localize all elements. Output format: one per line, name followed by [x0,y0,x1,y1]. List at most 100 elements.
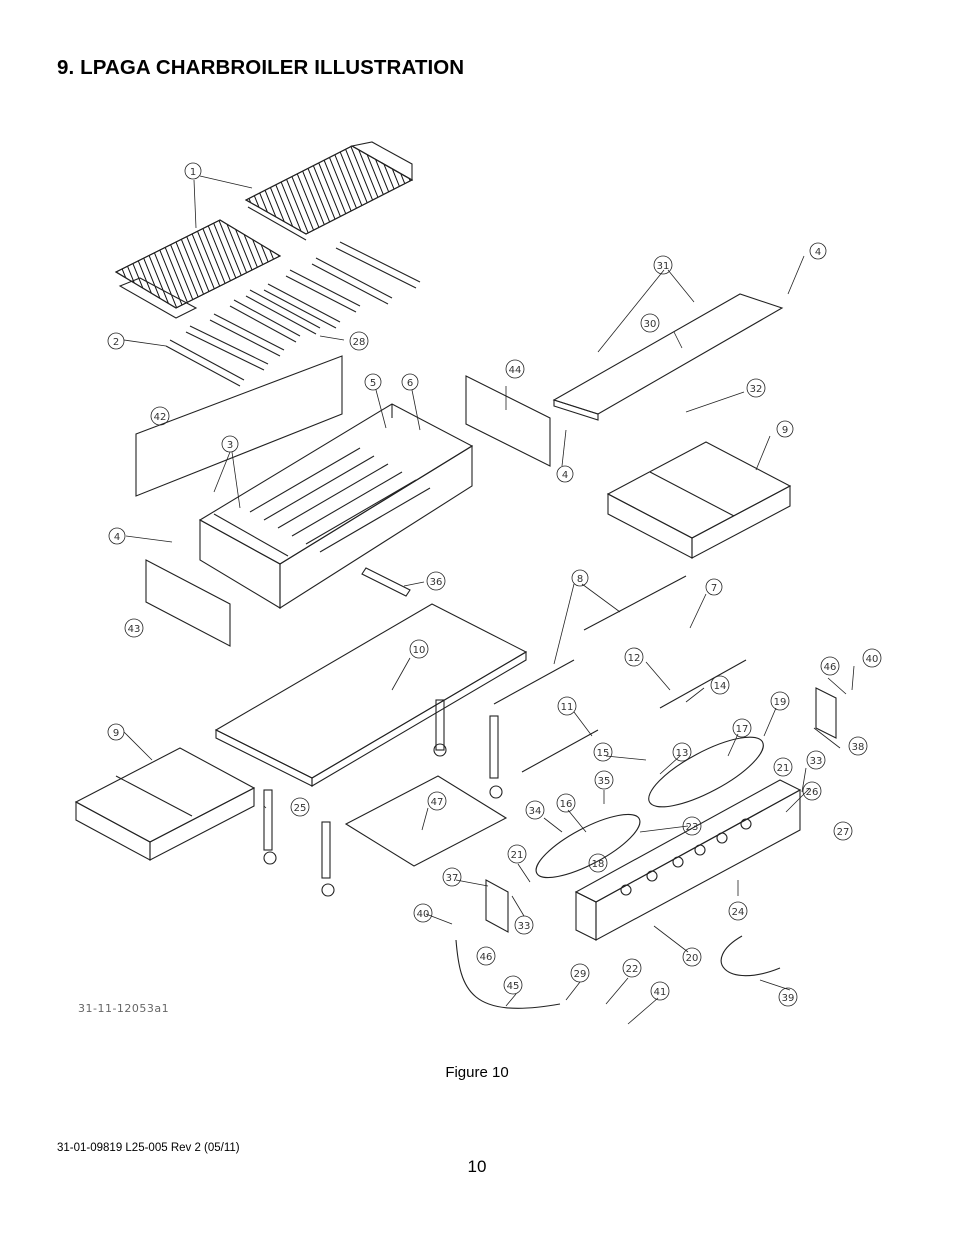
svg-text:11: 11 [561,702,574,713]
svg-text:28: 28 [353,337,366,348]
rail-8-lower [493,659,575,705]
svg-text:46: 46 [480,952,493,963]
bracket-38 [815,687,837,739]
callout-12: 12 [624,647,644,667]
callout-10: 10 [409,639,429,659]
callout-34: 34 [525,800,545,820]
grate-upper [244,141,414,241]
svg-text:31: 31 [657,261,670,272]
callout-21a: 21 [773,757,793,777]
svg-text:36: 36 [430,577,443,588]
svg-text:21: 21 [511,850,524,861]
callout-13: 13 [672,742,692,762]
grease-drawer-lower [74,747,256,861]
callout-40a: 40 [862,648,882,668]
svg-text:32: 32 [750,384,763,395]
gas-tube-11 [521,729,599,773]
svg-text:22: 22 [626,964,639,975]
svg-text:42: 42 [154,412,167,423]
callout-33b: 33 [514,915,534,935]
svg-text:46: 46 [824,662,837,673]
svg-text:23: 23 [686,822,699,833]
front-cover-30 [552,293,784,421]
svg-text:35: 35 [598,776,611,787]
page-number: 10 [467,1157,487,1176]
side-panel-42 [135,355,343,497]
callout-15: 15 [593,742,613,762]
svg-text:41: 41 [654,987,667,998]
svg-text:30: 30 [644,319,657,330]
callout-3: 3 [221,435,239,453]
callout-bubbles: 1 2 28 5 6 42 3 4 36 43 10 9 25 47 4 31 … [107,162,882,1007]
svg-text:25: 25 [294,803,307,814]
back-panel-44 [465,375,551,467]
callout-41: 41 [650,981,670,1001]
callout-23: 23 [682,816,702,836]
burner-assembly-19 [648,736,764,808]
callout-27: 27 [833,821,853,841]
svg-text:7: 7 [711,583,717,594]
callout-25: 25 [290,797,310,817]
svg-text:2: 2 [113,337,119,348]
callout-29: 29 [570,963,590,983]
rail-12 [659,659,747,709]
hose-39 [720,935,781,977]
callout-11: 11 [557,696,577,716]
drawing-number: 31-11-12053a1 [78,1002,169,1015]
callout-2: 2 [107,332,125,350]
leader-lines [123,175,855,1025]
callout-24: 24 [728,901,748,921]
callout-31: 31 [653,255,673,275]
callout-4b: 4 [809,242,827,260]
callout-17: 17 [732,718,752,738]
bottom-pan-10 [214,603,528,787]
callout-46b: 46 [476,946,496,966]
callout-36: 36 [426,571,446,591]
callout-26: 26 [802,781,822,801]
callout-4c: 4 [556,465,574,483]
callout-40b: 40 [413,903,433,923]
svg-text:13: 13 [676,748,689,759]
callout-14: 14 [710,675,730,695]
svg-text:27: 27 [837,827,850,838]
callout-46a: 46 [820,656,840,676]
svg-text:4: 4 [114,532,120,543]
callout-4a: 4 [108,527,126,545]
svg-text:29: 29 [574,969,587,980]
callout-7: 7 [705,578,723,596]
burner-box [198,403,474,610]
callout-8: 8 [571,569,589,587]
hose-45 [455,939,561,1009]
callout-16: 16 [556,793,576,813]
svg-text:40: 40 [417,909,430,920]
svg-text:6: 6 [407,378,413,389]
callout-30: 30 [640,313,660,333]
callout-20: 20 [682,947,702,967]
callout-47: 47 [427,791,447,811]
svg-text:44: 44 [509,365,522,376]
callout-35: 35 [594,770,614,790]
callout-32: 32 [746,378,766,398]
mounting-plate-47 [344,775,508,867]
svg-text:37: 37 [446,873,459,884]
svg-text:21: 21 [777,763,790,774]
svg-text:14: 14 [714,681,727,692]
burner-assembly-18 [535,813,641,879]
callout-38: 38 [848,736,868,756]
callout-1: 1 [184,162,202,180]
svg-text:39: 39 [782,993,795,1004]
callout-39: 39 [778,987,798,1007]
callout-42: 42 [150,406,170,426]
svg-text:33: 33 [518,921,531,932]
burner-tube-36 [361,567,411,597]
svg-text:9: 9 [782,425,788,436]
svg-text:15: 15 [597,748,610,759]
callout-43: 43 [124,618,144,638]
svg-text:4: 4 [815,247,821,258]
callout-33a: 33 [806,750,826,770]
svg-text:33: 33 [810,756,823,767]
svg-text:38: 38 [852,742,865,753]
valve-manifold-26 [574,779,802,941]
side-panel-43 [145,559,231,647]
